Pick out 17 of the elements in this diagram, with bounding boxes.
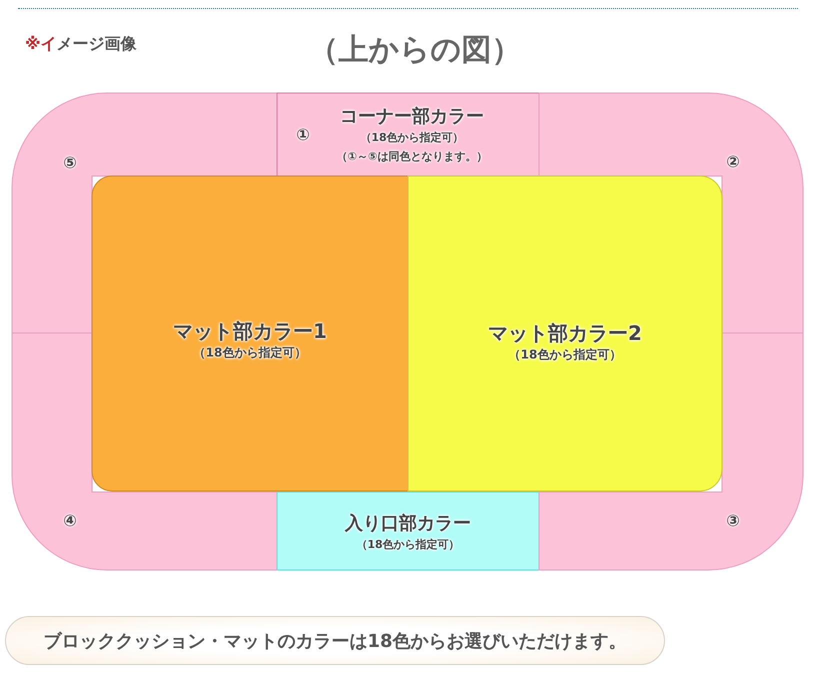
section-heading: 入り口部カラー	[345, 514, 471, 534]
section-note: （18色から指定可）	[360, 132, 464, 144]
section-heading: マット部カラー1	[173, 320, 327, 342]
circled-number: ②	[726, 153, 740, 171]
note-banner: ブロッククッション・マットのカラーは18色からお選びいただけます。	[5, 616, 665, 665]
section-note: （18色から指定可）	[356, 538, 460, 552]
note-label: ※イメージ画像	[25, 34, 137, 55]
circled-number: ①	[296, 126, 310, 144]
section-note: （18色から指定可）	[508, 348, 622, 362]
section-note: （①～⑤は同色となります。）	[336, 150, 488, 164]
circled-number: ⑤	[63, 154, 77, 172]
section-heading: コーナー部カラー	[340, 107, 484, 127]
circled-number: ③	[726, 512, 740, 530]
section-note: （18色から指定可）	[194, 346, 306, 360]
circled-number: ④	[63, 512, 77, 530]
title: （上からの図）	[308, 32, 522, 70]
section-heading: マット部カラー2	[488, 322, 642, 344]
